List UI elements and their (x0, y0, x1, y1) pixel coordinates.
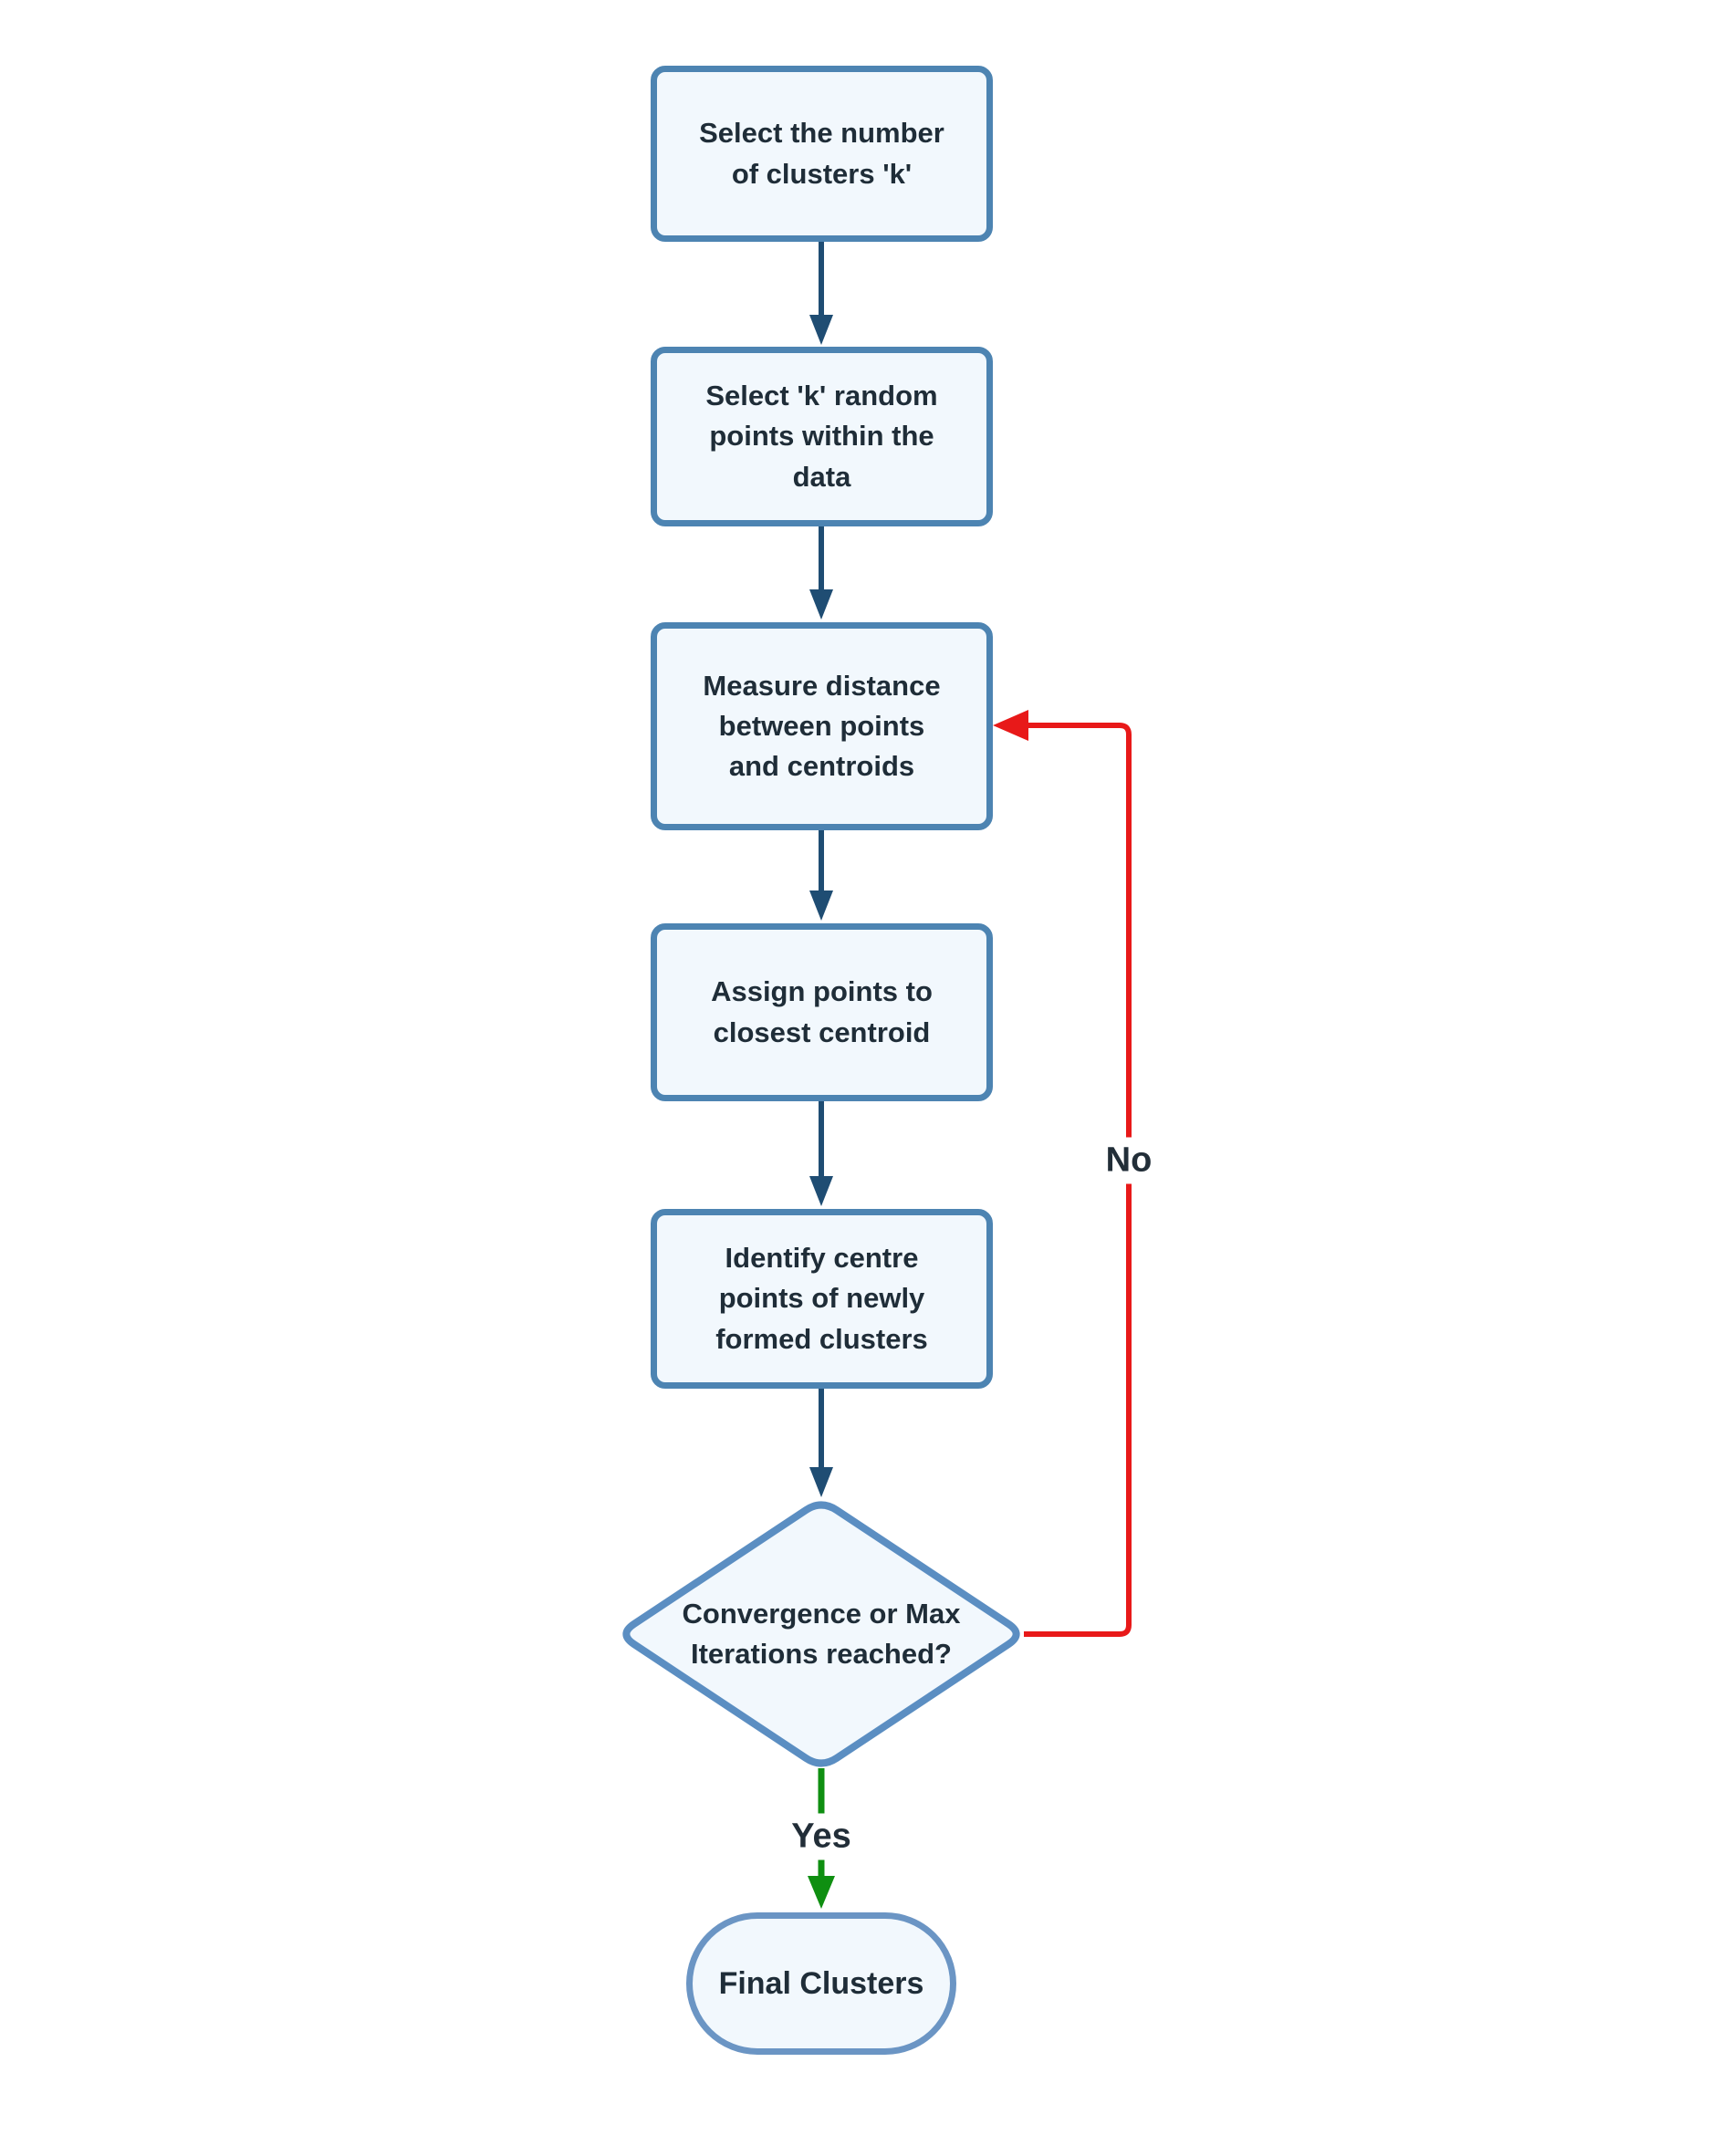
edge-select-k-to-random-points (809, 242, 833, 345)
node-measure-distance-label: Measure distance between points and cent… (703, 669, 941, 782)
node-select-random-points: Select 'k' random points within the data (651, 347, 993, 526)
arrowhead-down-icon (809, 315, 833, 345)
node-identify-centres: Identify centre points of newly formed c… (651, 1209, 993, 1389)
node-assign-points: Assign points to closest centroid (651, 923, 993, 1101)
node-final-clusters-label: Final Clusters (718, 1965, 924, 2001)
edge-random-points-to-measure-distance (809, 526, 833, 620)
arrowhead-down-icon (809, 1176, 833, 1206)
edge-measure-distance-to-assign-points (809, 830, 833, 921)
edge-label-yes: Yes (780, 1813, 862, 1860)
node-select-random-points-label: Select 'k' random points within the data (705, 380, 938, 493)
node-convergence-check: Convergence or Max Iterations reached? (675, 1549, 967, 1719)
arrowhead-down-icon (809, 891, 833, 921)
edge-label-no: No (1094, 1137, 1163, 1184)
arrowhead-down-icon (809, 589, 833, 620)
node-convergence-check-label: Convergence or Max Iterations reached? (682, 1597, 961, 1670)
node-assign-points-label: Assign points to closest centroid (711, 975, 933, 1048)
node-final-clusters: Final Clusters (686, 1912, 956, 2055)
arrowhead-down-icon (808, 1876, 835, 1909)
arrowhead-left-icon (993, 710, 1028, 741)
node-select-k-label: Select the number of clusters 'k' (699, 117, 944, 190)
node-convergence-check-shape (622, 1501, 1020, 1767)
node-measure-distance: Measure distance between points and cent… (651, 622, 993, 830)
arrowhead-down-icon (809, 1467, 833, 1497)
node-select-k: Select the number of clusters 'k' (651, 66, 993, 242)
edge-assign-points-to-identify-centres (809, 1101, 833, 1206)
edge-identify-centres-to-convergence-check (809, 1389, 833, 1497)
node-identify-centres-label: Identify centre points of newly formed c… (715, 1242, 928, 1355)
